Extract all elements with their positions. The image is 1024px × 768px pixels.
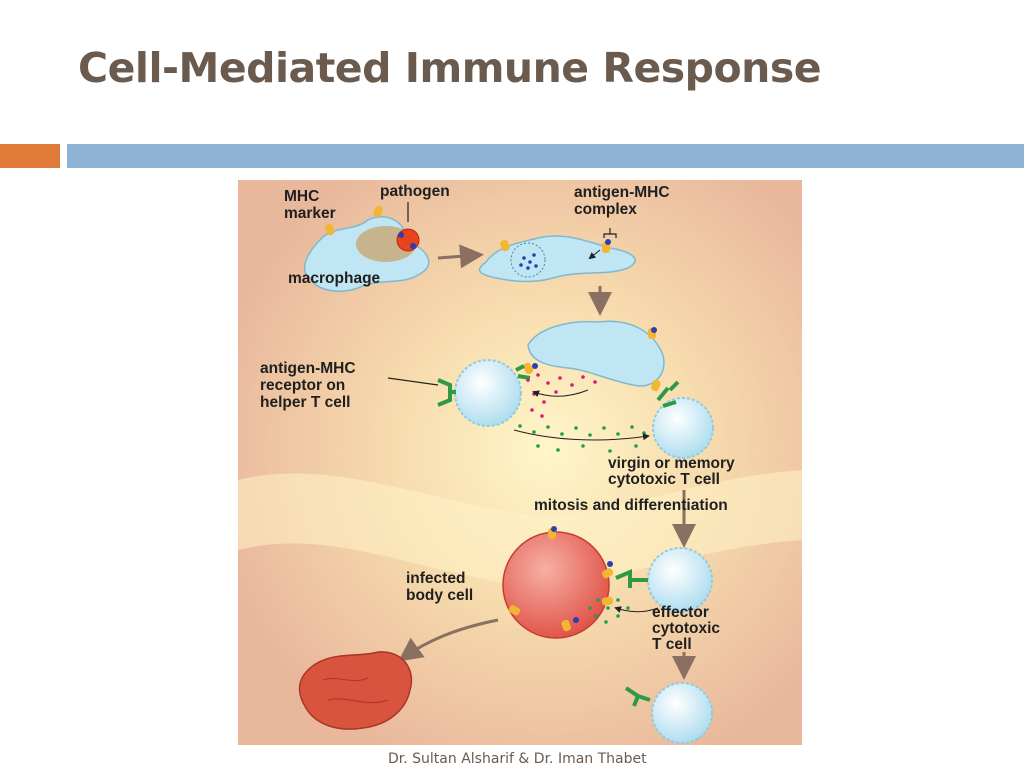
label-cytotoxic: cytotoxic	[652, 620, 720, 637]
label-marker: marker	[284, 205, 336, 222]
label-macrophage: macrophage	[288, 270, 381, 287]
effector-t-cell	[615, 547, 713, 613]
label-body-cell: body cell	[406, 587, 473, 604]
label-receptor-on: receptor on	[260, 377, 345, 394]
label-pathogen: pathogen	[380, 183, 450, 200]
label-mhc: MHC	[284, 188, 319, 205]
memory-t-cell	[624, 682, 713, 744]
macrophage-activating	[523, 320, 665, 392]
perforin-dots	[588, 598, 630, 624]
slide-title: Cell-Mediated Immune Response	[78, 44, 822, 92]
label-antigen-mhc-receptor: antigen-MHC	[260, 360, 356, 377]
infected-body-cell	[502, 526, 614, 639]
slide-footer: Dr. Sultan Alsharif & Dr. Iman Thabet	[388, 751, 647, 767]
flow-arrow-lysis	[398, 618, 499, 662]
label-infected: infected	[406, 570, 465, 587]
helper-receptor-icon	[437, 378, 456, 407]
macrophage-presenting	[478, 235, 636, 283]
label-mitosis: mitosis and differentiation	[534, 497, 728, 514]
label-antigen-mhc-complex: antigen-MHC	[574, 184, 670, 201]
label-complex: complex	[574, 201, 637, 218]
label-helper-t-cell: helper T cell	[260, 394, 350, 411]
cytotoxic-t-cell	[652, 380, 714, 459]
label-cytotoxic-t-cell: cytotoxic T cell	[608, 471, 720, 488]
lysed-cell	[298, 651, 413, 730]
cytokine-dots-magenta	[526, 373, 597, 418]
label-t-cell: T cell	[652, 636, 692, 653]
helper-t-cell	[437, 359, 531, 427]
header-band	[67, 144, 1024, 168]
label-virgin-or-memory: virgin or memory	[608, 455, 735, 472]
header-accent-bar	[0, 144, 60, 168]
mhc-marker-icon	[324, 223, 335, 236]
immune-response-diagram: MHC marker pathogen macrophage antigen-M…	[238, 180, 802, 745]
label-effector: effector	[652, 604, 709, 621]
flow-arrow	[437, 244, 484, 269]
macrophage-cell	[303, 205, 430, 292]
